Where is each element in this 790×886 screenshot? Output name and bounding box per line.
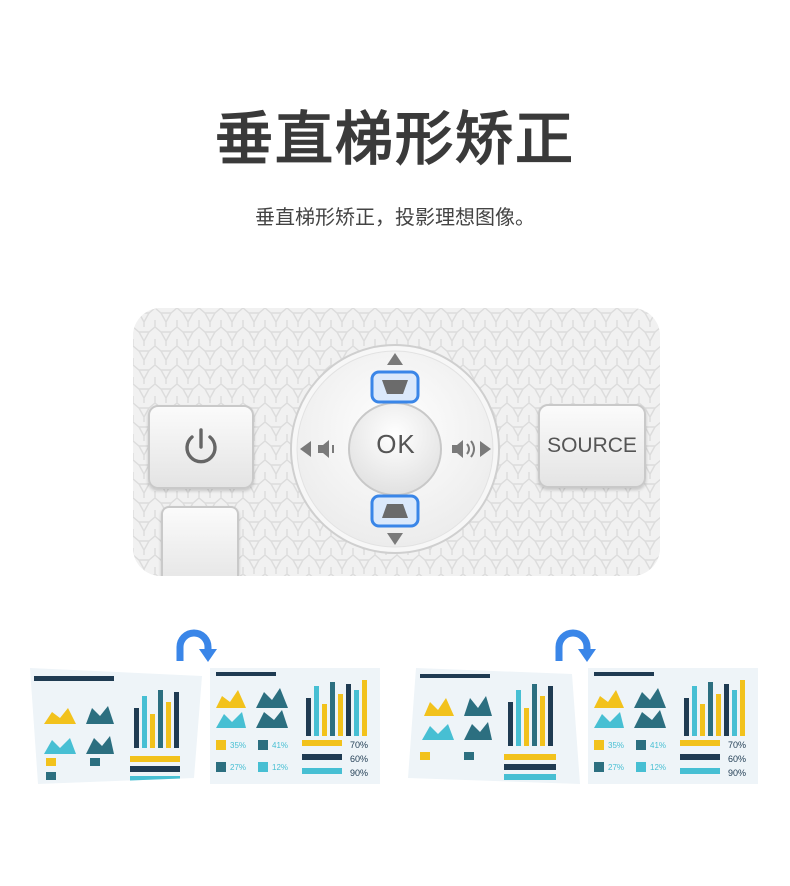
percent-label: 60% — [728, 754, 746, 764]
stat-label: 27% — [608, 763, 624, 772]
power-button[interactable] — [148, 405, 254, 489]
keystone-up-icon — [382, 380, 408, 394]
keystone-down-icon — [382, 504, 408, 518]
percent-label: 90% — [728, 768, 746, 778]
rotate-arrow-icon — [555, 629, 596, 662]
up-arrow-icon[interactable] — [387, 353, 403, 365]
rotate-arrow-icon — [176, 629, 217, 662]
page-title: 垂直梯形矫正 — [214, 105, 575, 173]
percent-label: 90% — [350, 768, 368, 778]
source-button[interactable]: SOURCE — [538, 404, 646, 488]
corrected-image-2: 35% 41% 27% 12% 70% 60% 90% — [588, 668, 758, 784]
percent-label: 60% — [350, 754, 368, 764]
stat-label: 12% — [272, 763, 288, 772]
page-subtitle: 垂直梯形矫正，投影理想图像。 — [255, 205, 535, 229]
speaker-loud-icon — [452, 445, 457, 453]
stat-label: 12% — [650, 763, 666, 772]
stat-label: 41% — [650, 741, 666, 750]
left-arrow-icon — [300, 441, 311, 457]
corrected-image-1: 35% 41% 27% 12% 70% 60% 90% — [210, 668, 380, 784]
source-button-label: SOURCE — [547, 434, 637, 457]
down-arrow-icon[interactable] — [387, 533, 403, 545]
keystone-down-button[interactable] — [370, 494, 420, 528]
speaker-icon — [318, 445, 323, 453]
percent-label: 70% — [728, 740, 746, 750]
volume-down-button[interactable] — [300, 440, 334, 458]
volume-up-button[interactable] — [452, 440, 491, 458]
ok-button[interactable]: OK — [376, 429, 416, 459]
percent-label: 70% — [350, 740, 368, 750]
stat-label: 27% — [230, 763, 246, 772]
remote-control-panel: SOURCE — [133, 308, 660, 576]
keystone-up-button[interactable] — [370, 370, 420, 404]
blank-button[interactable] — [161, 506, 239, 576]
stat-label: 35% — [608, 741, 624, 750]
keystone-distorted-image-1 — [30, 668, 202, 784]
right-arrow-icon — [480, 441, 491, 457]
power-icon — [185, 428, 217, 464]
stat-label: 35% — [230, 741, 246, 750]
keystone-distorted-image-2 — [408, 668, 580, 784]
direction-pad — [290, 344, 500, 554]
stat-label: 41% — [272, 741, 288, 750]
